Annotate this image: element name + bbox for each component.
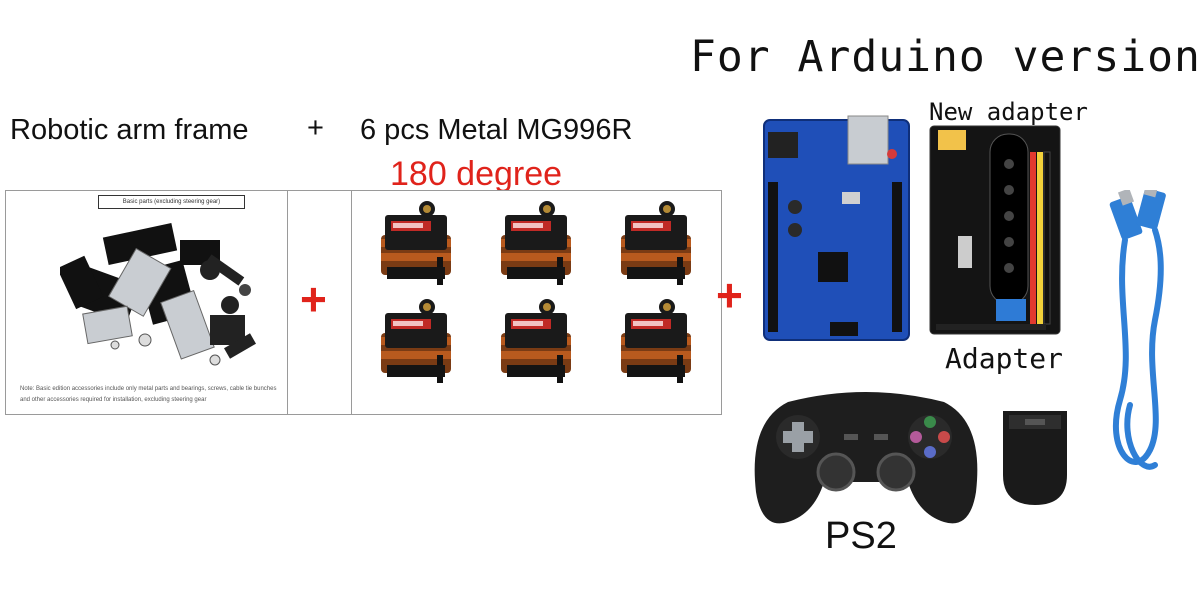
- plus-icon: +: [716, 269, 743, 321]
- frame-parts-caption: Basic parts (excluding steering gear): [98, 195, 245, 209]
- adapter-label: Adapter: [945, 342, 1064, 375]
- new-adapter-label: New adapter: [929, 98, 1088, 126]
- arm-frame-parts-image: [60, 223, 256, 366]
- robotic-arm-frame-label: Robotic arm frame: [10, 114, 249, 146]
- adapter-shield-image: [929, 125, 1061, 335]
- servo-grid-image: [381, 201, 691, 383]
- panel-divider: [351, 190, 352, 415]
- page-title: For Arduino version: [690, 32, 1200, 82]
- ps2-controller-image: [754, 392, 978, 524]
- usb-cable-image: [1109, 190, 1166, 470]
- panel-divider: [287, 190, 288, 415]
- degree-label: 180 degree: [390, 155, 563, 193]
- frame-note: Note: Basic edition accessories include …: [20, 386, 277, 403]
- plus-label: +: [307, 112, 324, 144]
- plus-icon: +: [300, 273, 327, 325]
- ps2-label: PS2: [825, 515, 897, 557]
- ps2-receiver-image: [1003, 411, 1067, 505]
- arduino-board-image: [763, 115, 910, 341]
- servo-count-label: 6 pcs Metal MG996R: [360, 114, 633, 146]
